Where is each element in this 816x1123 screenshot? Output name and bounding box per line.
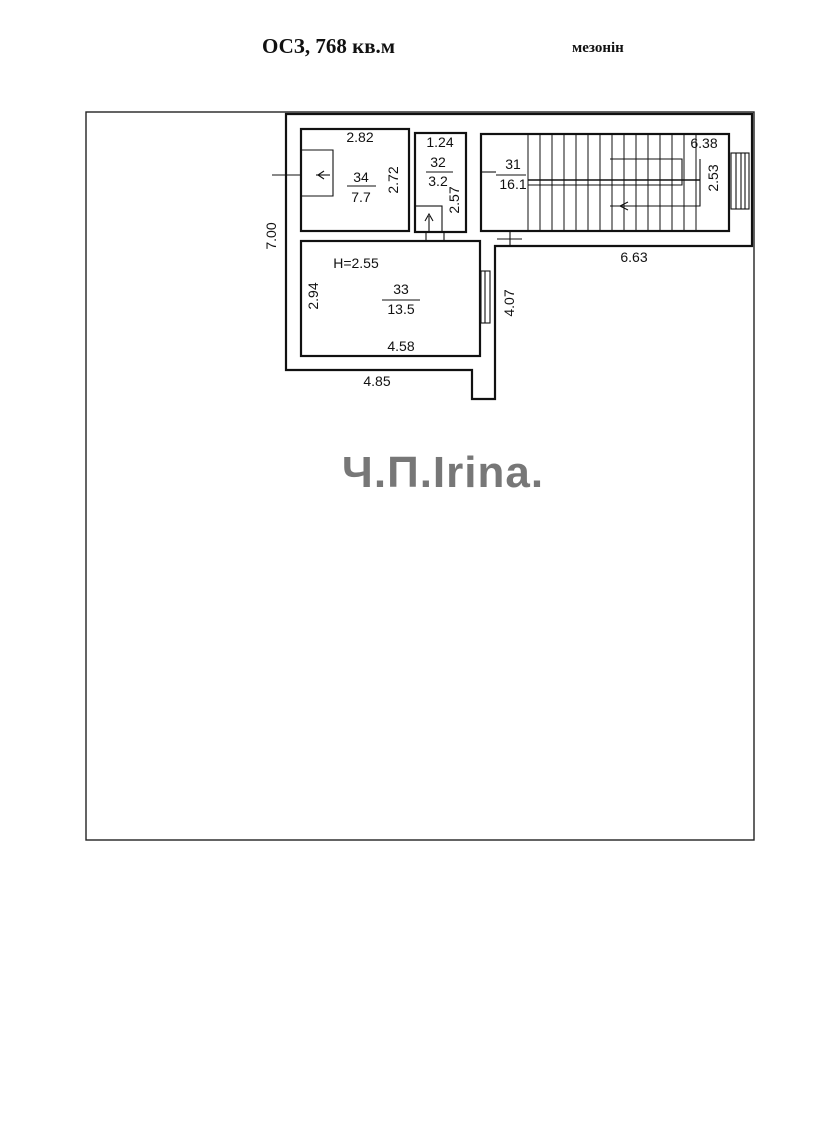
room-32-number: 32 (430, 154, 446, 170)
height-label: H=2.55 (333, 255, 379, 271)
room-32-depth: 2.57 (446, 186, 462, 213)
room-34-width: 2.82 (346, 129, 373, 145)
floor-label: мезонін (572, 40, 624, 56)
room-34-area: 7.7 (351, 189, 371, 205)
bottom-width-label: 4.85 (363, 373, 390, 389)
doors (272, 149, 522, 246)
watermark: Ч.П.Irina. (342, 448, 544, 497)
right-length-label: 6.63 (620, 249, 647, 265)
room-31-area: 16.1 (499, 176, 526, 192)
room-31-depth: 2.53 (705, 164, 721, 191)
room-34-depth: 2.72 (385, 166, 401, 193)
room-31-number: 31 (505, 156, 521, 172)
windows (480, 152, 750, 324)
height-left-label: 7.00 (263, 222, 279, 249)
room-33-depth: 2.94 (305, 282, 321, 309)
room-32-area: 3.2 (428, 173, 448, 189)
fraction-lines (347, 171, 526, 301)
room-33-number: 33 (393, 281, 409, 297)
room-31 (479, 132, 731, 233)
corridor-height-label: 4.07 (501, 289, 517, 316)
room-34 (299, 127, 411, 233)
room-32-width: 1.24 (426, 134, 453, 150)
room-33 (299, 239, 482, 358)
room-33-width: 4.58 (387, 338, 414, 354)
document-title: ОСЗ, 768 кв.м (262, 34, 396, 58)
room-34-number: 34 (353, 169, 369, 185)
building-outline (284, 112, 754, 401)
stairs (527, 134, 701, 231)
plan-frame (85, 111, 755, 841)
room-33-area: 13.5 (387, 301, 414, 317)
room-31-width: 6.38 (690, 135, 717, 151)
